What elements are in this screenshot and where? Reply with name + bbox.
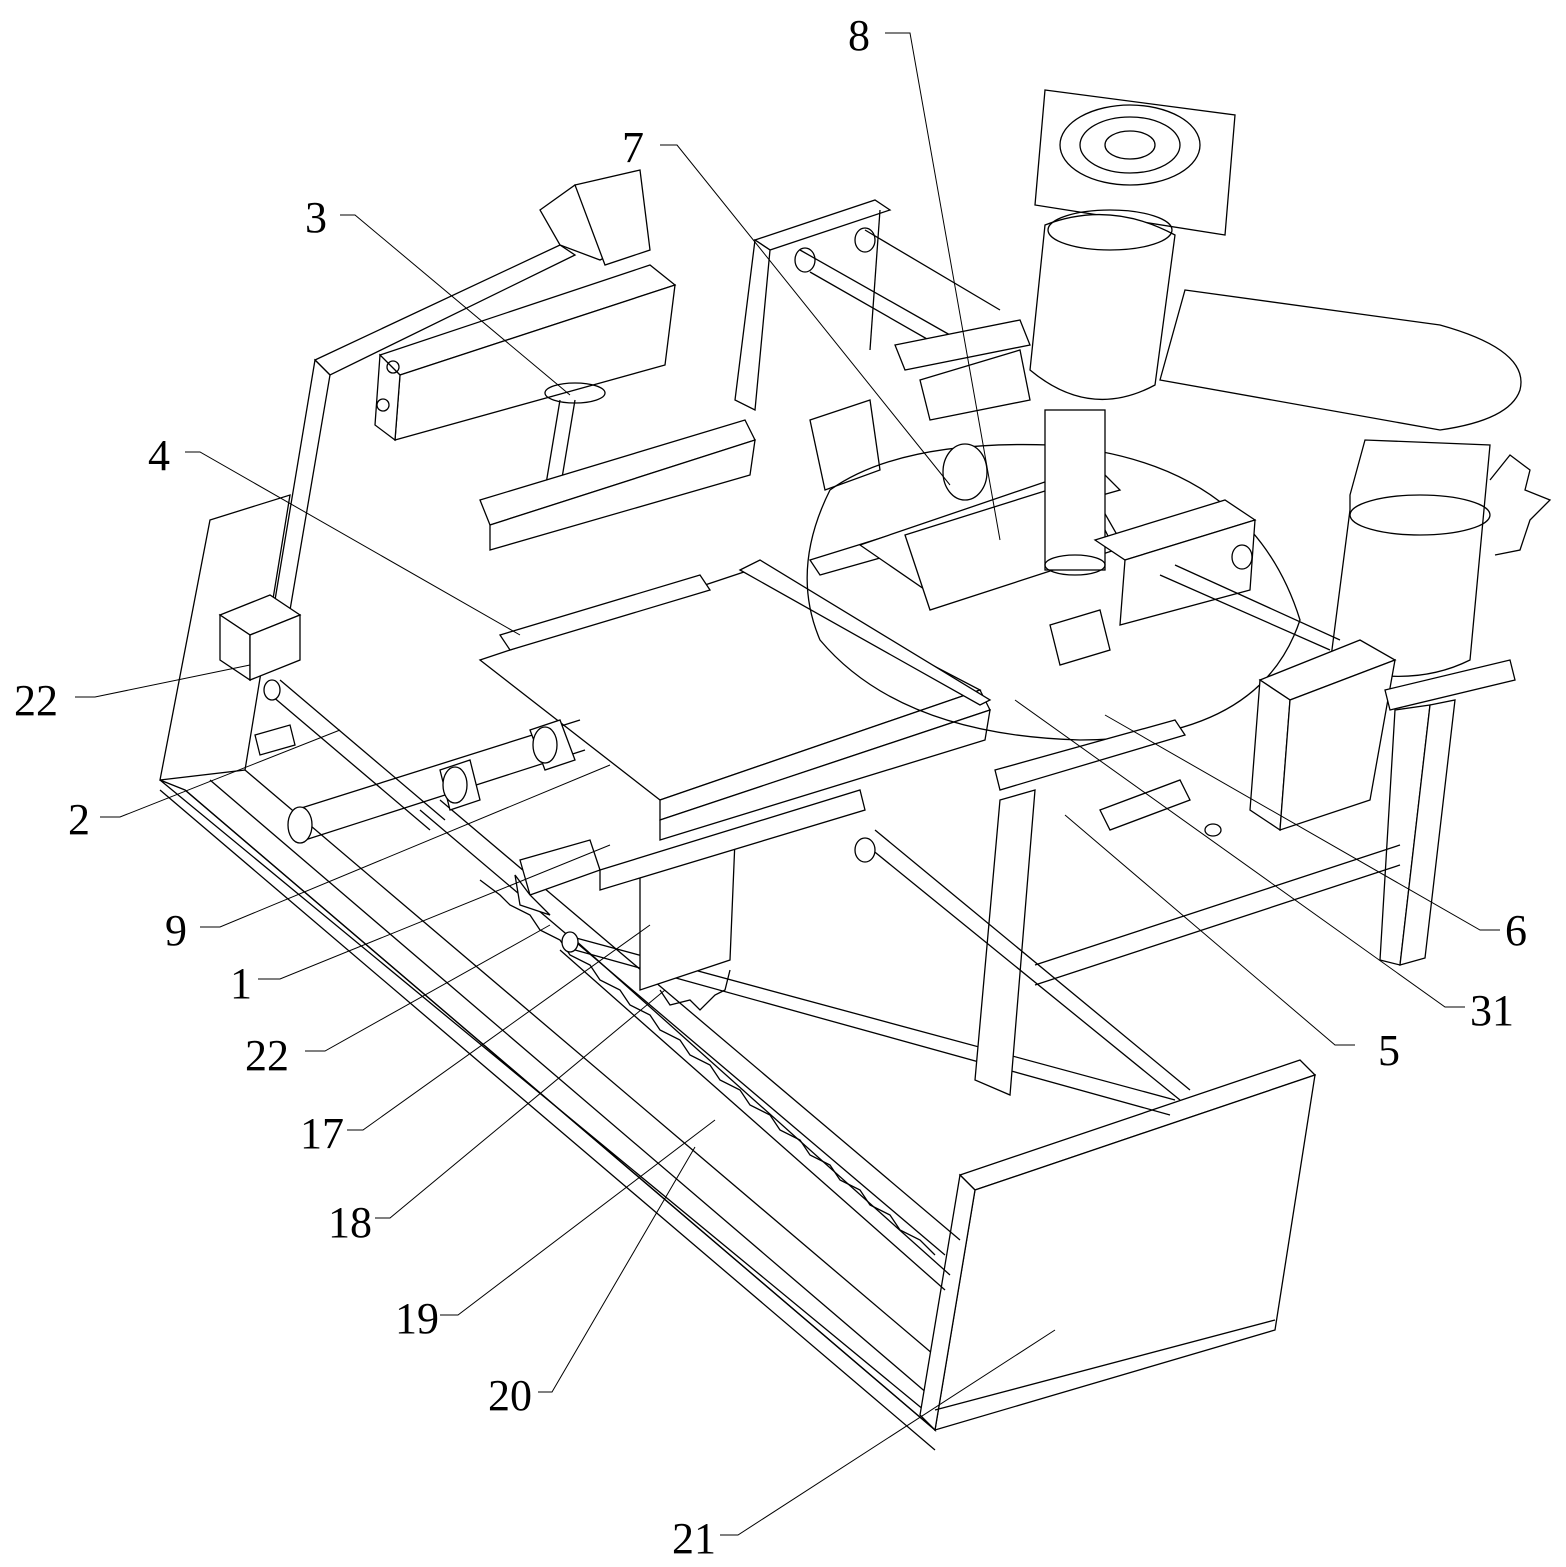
leader-1: [258, 844, 611, 980]
motor-column: [1029, 89, 1552, 678]
reference-numerals: 8 7 3 4 22 2 9 1 22 17 18 19 20 21 6 31 …: [14, 11, 1527, 1563]
label-22a: 22: [14, 676, 58, 725]
label-22b: 22: [245, 1031, 289, 1080]
label-18: 18: [328, 1198, 372, 1247]
right-upright-frame: [734, 199, 1031, 491]
leader-8: [885, 32, 1001, 541]
label-20: 20: [488, 1371, 532, 1420]
label-1: 1: [230, 959, 252, 1008]
leader-3: [340, 214, 571, 396]
label-2: 2: [68, 795, 90, 844]
leader-20: [538, 1146, 696, 1393]
leader-6: [1104, 714, 1500, 931]
center-table: [478, 559, 992, 916]
label-4: 4: [148, 431, 170, 480]
leader-5: [1064, 814, 1355, 1046]
leader-9: [200, 764, 611, 928]
leader-22a: [75, 664, 251, 698]
leader-21: [720, 1329, 1056, 1536]
label-5: 5: [1378, 1026, 1400, 1075]
leader-2: [100, 729, 341, 818]
rack-and-rail: [419, 799, 1176, 1291]
leader-lines: [75, 32, 1500, 1536]
label-6: 6: [1505, 906, 1527, 955]
leader-31: [1014, 699, 1465, 1008]
leader-19: [440, 1119, 716, 1316]
collection-bin: [919, 1059, 1317, 1432]
clamp-rod: [287, 719, 586, 844]
label-9: 9: [165, 906, 187, 955]
label-31: 31: [1470, 986, 1514, 1035]
leader-7: [660, 144, 951, 486]
label-21: 21: [672, 1514, 716, 1563]
left-side-block: [218, 594, 446, 831]
label-19: 19: [395, 1294, 439, 1343]
leader-18: [375, 989, 666, 1219]
leader-17: [347, 924, 651, 1131]
leader-22b: [305, 924, 551, 1052]
label-17: 17: [300, 1109, 344, 1158]
label-3: 3: [305, 193, 327, 242]
leader-4: [185, 451, 521, 636]
left-upright-frame: [274, 169, 756, 612]
right-slide-block: [854, 499, 1516, 1101]
label-8: 8: [848, 11, 870, 60]
label-7: 7: [622, 123, 644, 172]
